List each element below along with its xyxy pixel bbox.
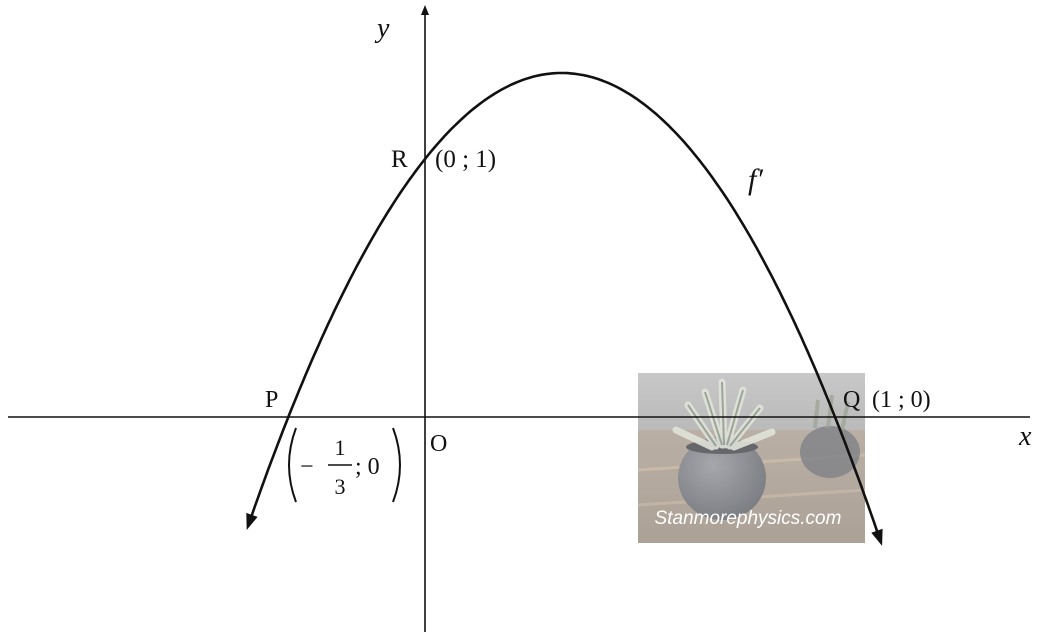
curve-label: f′ — [748, 163, 763, 196]
right-paren — [392, 427, 401, 503]
y-axis-label: y — [374, 13, 390, 44]
point-p-name: P — [265, 387, 278, 413]
point-q-coords: (1 ; 0) — [872, 387, 931, 413]
watermark-text: Stanmorephysics.com — [655, 508, 842, 529]
y-axis-arrow-icon — [421, 5, 429, 15]
curve-right-arrow-icon — [871, 528, 883, 546]
p-fraction-denominator: 3 — [335, 474, 346, 499]
p-minus-sign: − — [300, 454, 314, 480]
watermark-photo — [637, 373, 866, 543]
p-fraction-numerator: 1 — [335, 435, 346, 460]
point-r-coords: (0 ; 1) — [435, 146, 496, 173]
origin-label: O — [430, 431, 447, 457]
curve-left-arrow-icon — [246, 512, 258, 530]
p-coord-tail: ; 0 — [355, 454, 380, 480]
point-p-coords: − 1 3 ; 0 — [288, 427, 401, 503]
point-r-name: R — [391, 146, 408, 173]
x-axis-label: x — [1018, 421, 1032, 452]
parabola-curve — [247, 71, 882, 542]
point-q-name: Q — [843, 387, 860, 413]
left-paren — [288, 427, 297, 503]
